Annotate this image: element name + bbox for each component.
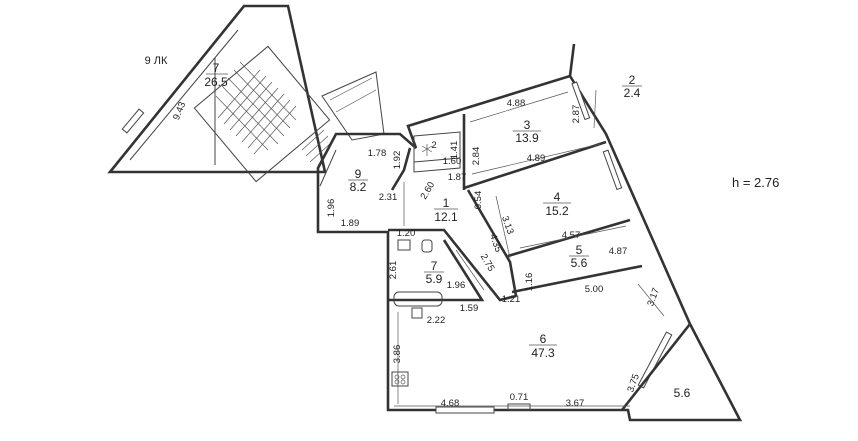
dim-label: 4.89 — [527, 153, 546, 164]
dimension-lines — [394, 89, 665, 407]
stair-block-label: 9 ЛК — [145, 55, 168, 67]
dim-label: 4.57 — [562, 230, 581, 241]
window-room4 — [602, 149, 623, 191]
room-4-area: 15.2 — [545, 204, 569, 218]
radiator-bottom — [507, 403, 531, 411]
dim-label: 3.13 — [499, 215, 516, 236]
dim-label: 1.20 — [397, 228, 416, 239]
dim-label: 1.89 — [341, 218, 360, 229]
room-5-area: 5.6 — [571, 256, 588, 270]
stair-block — [107, 4, 333, 183]
dim-label: 1.60 — [443, 156, 462, 167]
dim-label: 0.54 — [473, 191, 484, 210]
apartment-walls — [316, 43, 743, 422]
dim-label: 2.75 — [478, 252, 497, 274]
dim-label: 4.87 — [609, 246, 628, 257]
window-room3 — [571, 81, 591, 121]
dim-label: 4.68 — [441, 398, 460, 409]
staircase — [193, 45, 333, 183]
room-1-area: 12.1 — [434, 210, 458, 224]
room-6-num: 6 — [540, 332, 547, 346]
dim-label: 1.78 — [368, 148, 387, 159]
room-2-area: 2.4 — [624, 86, 641, 100]
dim-label: 4.35 — [487, 233, 504, 254]
toilet — [421, 239, 433, 253]
window-balcony — [637, 331, 673, 389]
dim-label: 2.60 — [418, 180, 437, 202]
dim-label: 9.43 — [171, 100, 188, 121]
bathtub — [393, 291, 443, 307]
dim-label: 3.86 — [392, 345, 403, 364]
stove — [391, 371, 409, 387]
dim-label: 1.59 — [460, 303, 479, 314]
dim-label: 2.61 — [388, 261, 399, 280]
room-7b-area: 5.9 — [426, 272, 443, 286]
dim-label: 1.96 — [447, 280, 466, 291]
fixtures — [391, 144, 443, 387]
dim-label: 2.87 — [571, 105, 582, 124]
dimension-labels: 9.43 4.88 2.87 1.41 2.84 1.60 4.89 1.78 … — [171, 98, 662, 409]
room-9-num: 9 — [355, 167, 362, 181]
room-4-num: 4 — [554, 190, 561, 204]
dim-label: 1.41 — [449, 141, 460, 160]
room-7a-area: 26.5 — [204, 75, 228, 89]
ventilation-mark — [421, 144, 433, 156]
shaft — [321, 71, 385, 141]
dim-label: 2.22 — [427, 315, 446, 326]
room-9-area: 8.2 — [350, 180, 367, 194]
window-bottom — [435, 406, 495, 414]
dim-label: 3.75 — [625, 373, 642, 394]
room-6-area: 47.3 — [531, 346, 555, 360]
sink — [397, 239, 411, 251]
room-7a-num: 7 — [213, 61, 220, 75]
room-3-num: 3 — [524, 118, 531, 132]
balcony-area: 5.6 — [674, 386, 691, 400]
closet-label: 2 — [431, 140, 436, 151]
room-2-num: 2 — [629, 73, 636, 87]
dim-label: 1.16 — [524, 273, 535, 292]
stair-window — [121, 108, 145, 134]
room-labels: 7 26.5 2 2.4 3 13.9 4 15.2 5 5.6 9 8.2 1… — [145, 55, 691, 400]
dim-label: 2.31 — [379, 192, 398, 203]
dim-label: 0.71 — [510, 392, 529, 403]
dim-label: 5.00 — [585, 284, 604, 295]
dim-label: 1.92 — [392, 151, 403, 170]
room-7b-num: 7 — [431, 259, 438, 273]
room-3-area: 13.9 — [515, 131, 539, 145]
washbasin — [411, 307, 423, 319]
room-1-num: 1 — [443, 196, 450, 210]
dim-label: 2.84 — [471, 147, 482, 166]
dim-label: 3.17 — [645, 287, 662, 308]
dim-label: 1.96 — [326, 199, 337, 218]
ceiling-height-note: h = 2.76 — [732, 175, 779, 190]
dim-label: 4.88 — [507, 98, 526, 109]
room-5-num: 5 — [576, 243, 583, 257]
dim-label: 1.21 — [502, 294, 521, 305]
dim-label: 1.87 — [448, 172, 467, 183]
dim-label: 3.67 — [566, 398, 585, 409]
